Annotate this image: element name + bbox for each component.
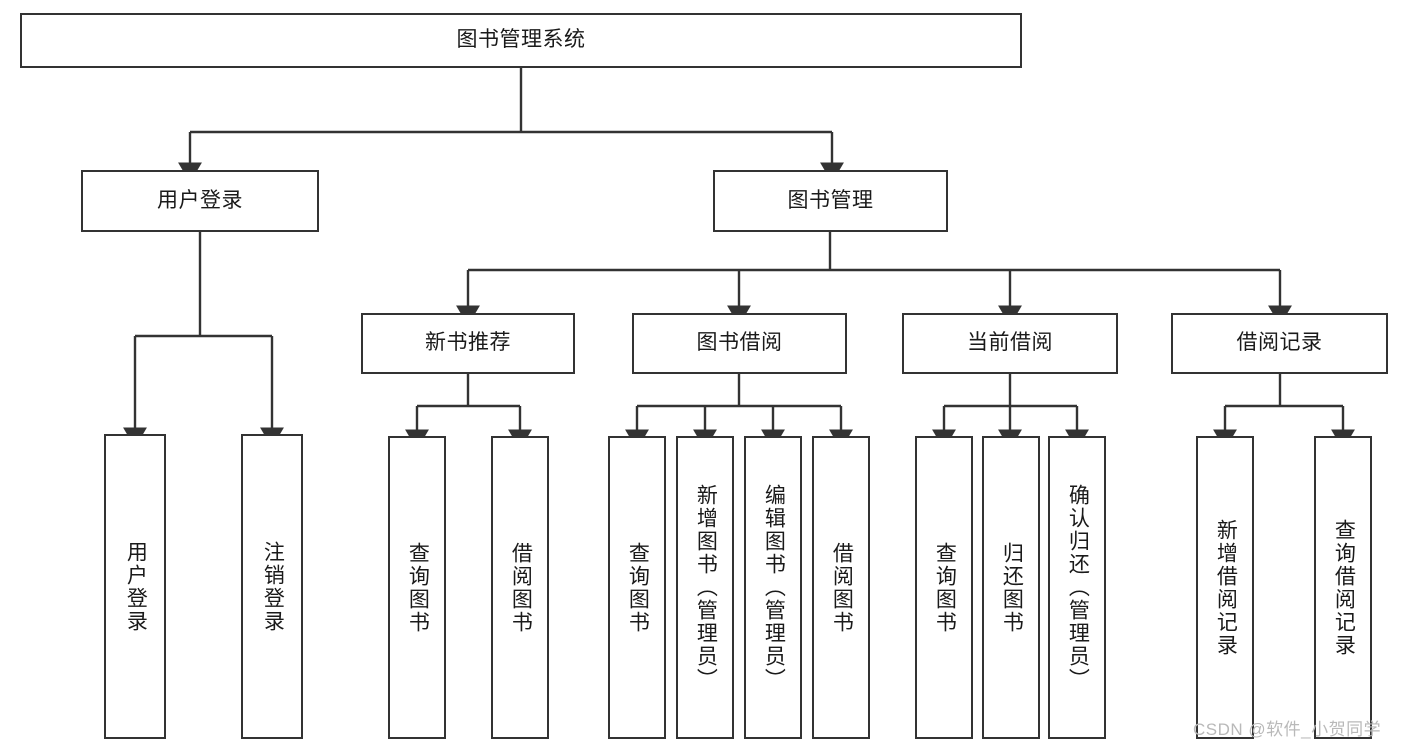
node-leaf-user-login-label: 用户登录 (124, 540, 148, 633)
node-root[interactable]: 图书管理系统 (20, 13, 1022, 68)
node-leaf-logout-login[interactable]: 注销登录 (241, 434, 303, 739)
node-book-borrow-label: 图书借阅 (696, 331, 783, 355)
node-leaf-edit-book-admin[interactable]: 编辑图书（管理员） (744, 436, 802, 739)
csdn-watermark: CSDN @软件_小贺同学 (1193, 720, 1382, 739)
node-book-borrow[interactable]: 图书借阅 (632, 313, 847, 374)
node-leaf-logout-login-label: 注销登录 (261, 540, 285, 633)
node-leaf-query-book-3[interactable]: 查询图书 (915, 436, 973, 739)
node-leaf-return-book-label: 归还图书 (1000, 541, 1024, 634)
node-leaf-add-borrow-record-label: 新增借阅记录 (1214, 518, 1238, 657)
node-leaf-confirm-return-admin-label: 确认归还（管理员） (1066, 484, 1090, 691)
node-book-manage[interactable]: 图书管理 (713, 170, 948, 232)
node-current-borrow[interactable]: 当前借阅 (902, 313, 1118, 374)
node-leaf-return-book[interactable]: 归还图书 (982, 436, 1040, 739)
node-borrow-record[interactable]: 借阅记录 (1171, 313, 1388, 374)
node-leaf-add-book-admin[interactable]: 新增图书（管理员） (676, 436, 734, 739)
node-leaf-user-login[interactable]: 用户登录 (104, 434, 166, 739)
node-leaf-query-book-2[interactable]: 查询图书 (608, 436, 666, 739)
node-leaf-borrow-book-2[interactable]: 借阅图书 (812, 436, 870, 739)
node-user-login-label: 用户登录 (157, 188, 243, 212)
node-leaf-query-book-1[interactable]: 查询图书 (388, 436, 446, 739)
node-leaf-borrow-book-2-label: 借阅图书 (830, 541, 854, 634)
node-root-label: 图书管理系统 (456, 28, 586, 52)
node-leaf-edit-book-admin-label: 编辑图书（管理员） (762, 484, 786, 691)
node-current-borrow-label: 当前借阅 (967, 331, 1053, 355)
node-new-book-recommend-label: 新书推荐 (425, 331, 511, 355)
node-leaf-query-borrow-record-label: 查询借阅记录 (1332, 518, 1356, 657)
node-new-book-recommend[interactable]: 新书推荐 (361, 313, 575, 374)
node-leaf-query-book-2-label: 查询图书 (626, 541, 650, 634)
node-leaf-query-book-1-label: 查询图书 (406, 541, 430, 634)
node-borrow-record-label: 借阅记录 (1236, 331, 1323, 355)
node-leaf-confirm-return-admin[interactable]: 确认归还（管理员） (1048, 436, 1106, 739)
node-leaf-add-borrow-record[interactable]: 新增借阅记录 (1196, 436, 1254, 739)
node-leaf-add-book-admin-label: 新增图书（管理员） (694, 484, 718, 691)
node-leaf-query-book-3-label: 查询图书 (933, 541, 957, 634)
node-leaf-query-borrow-record[interactable]: 查询借阅记录 (1314, 436, 1372, 739)
node-book-manage-label: 图书管理 (787, 188, 874, 212)
node-leaf-borrow-book-1-label: 借阅图书 (509, 541, 533, 634)
node-user-login[interactable]: 用户登录 (81, 170, 319, 232)
node-leaf-borrow-book-1[interactable]: 借阅图书 (491, 436, 549, 739)
